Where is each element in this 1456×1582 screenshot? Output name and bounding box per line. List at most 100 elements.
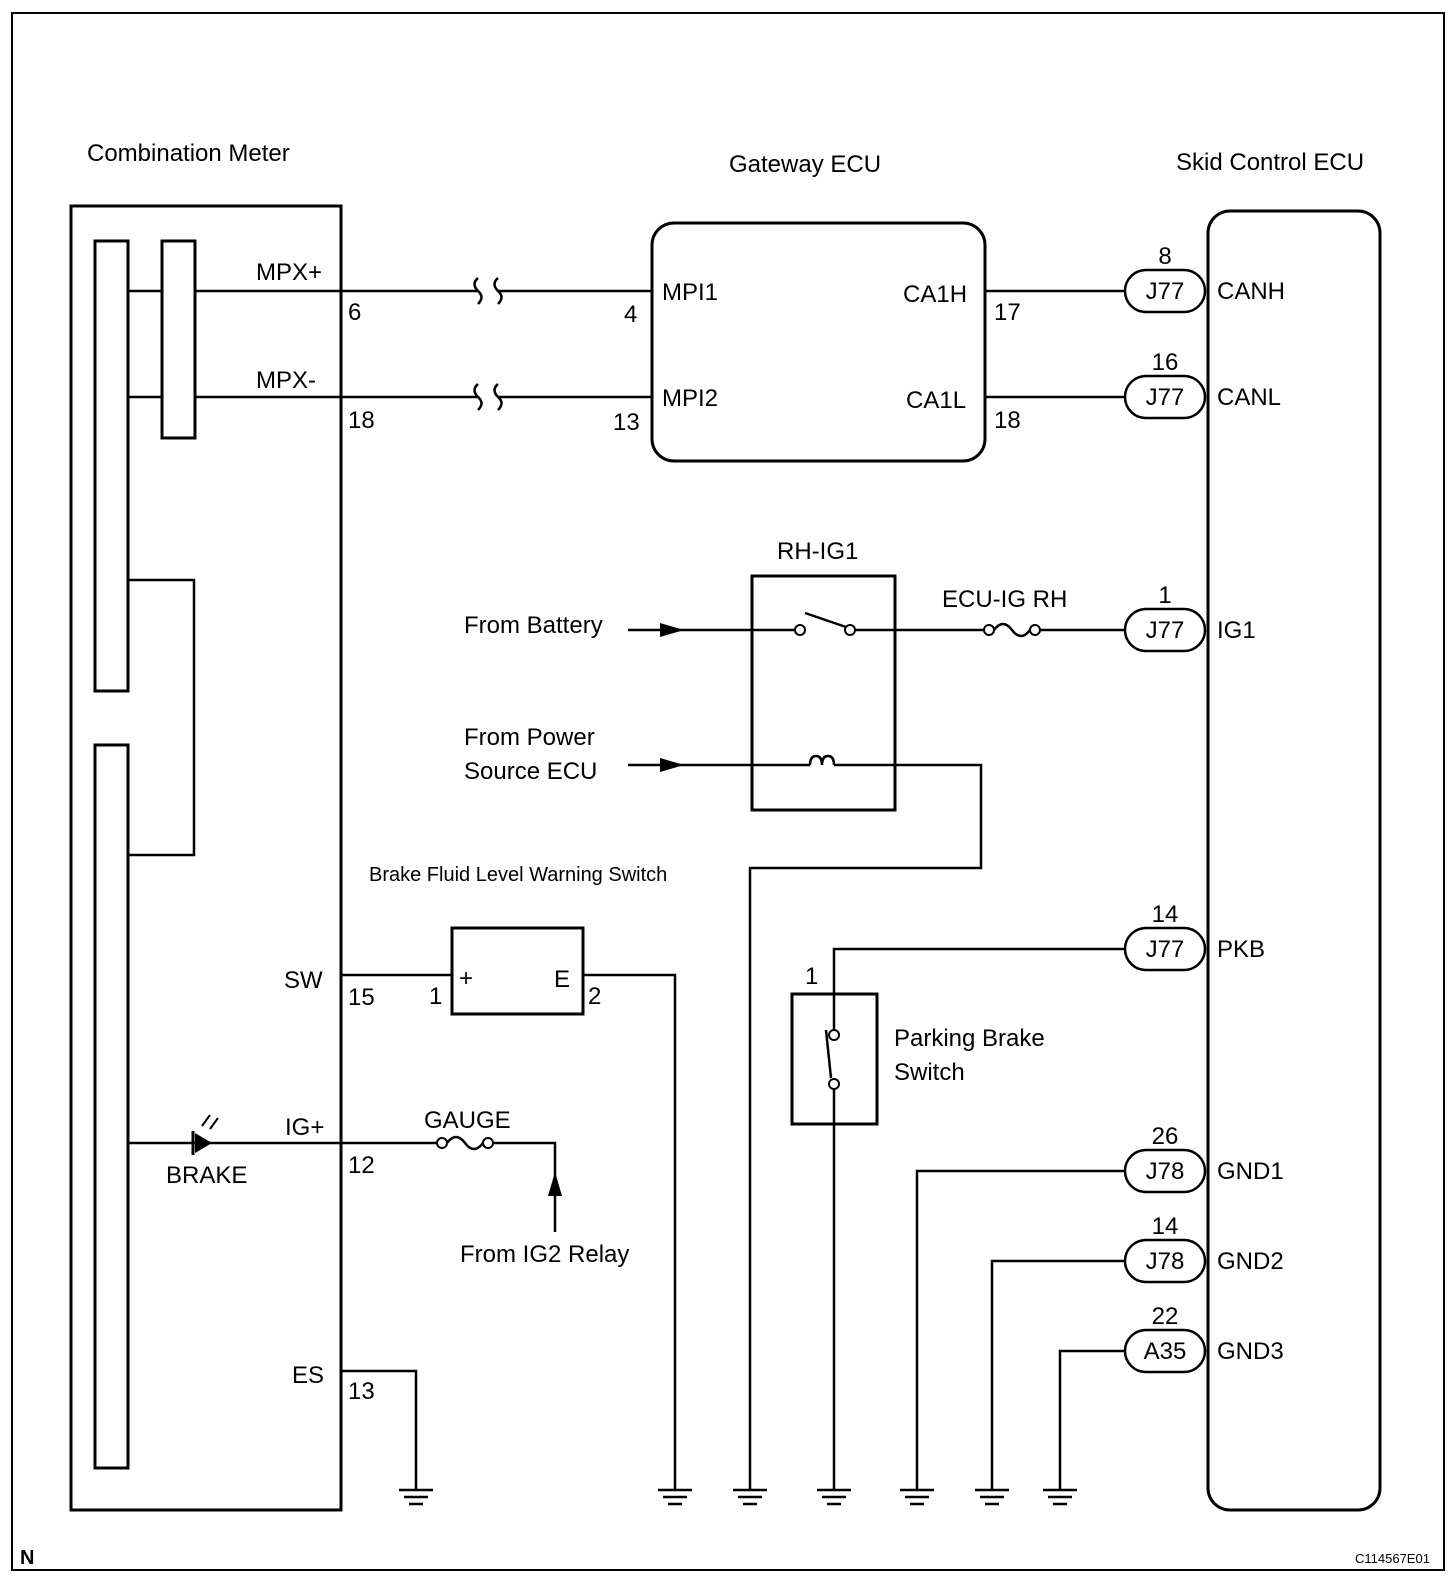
brake-fluid-level-switch: Brake Fluid Level Warning Switch + E 1 2 xyxy=(341,864,677,1490)
from-power-source-label-2: Source ECU xyxy=(464,758,597,785)
combination-meter: Combination Meter BRAKE MPX+ 6 MPX- 18 S… xyxy=(69,140,375,1512)
switch-ground-wire xyxy=(583,973,677,1490)
skid-terminal-pin: 14 xyxy=(1152,901,1179,928)
terminal-ig-plus-label: IG+ xyxy=(285,1114,324,1141)
fuse-ecu-ig-label: ECU-IG RH xyxy=(942,586,1067,613)
terminal-ca1l-pin: 18 xyxy=(994,407,1021,434)
switch-plus-label: + xyxy=(459,965,473,992)
meter-internal-block-upper xyxy=(93,239,130,693)
skid-terminal-connector: J78 xyxy=(1146,1248,1185,1275)
switch-contact-icon xyxy=(844,624,856,636)
skid-terminal-pin: 14 xyxy=(1152,1213,1179,1240)
brake-lamp-label: BRAKE xyxy=(166,1162,247,1189)
fuse-terminal-icon xyxy=(482,1137,494,1149)
skid-terminal-pin: 8 xyxy=(1158,243,1171,270)
terminal-mpx-plus-pin: 6 xyxy=(348,299,361,326)
relay-rh-ig1: RH-IG1 From Battery ECU-IG RH From Power… xyxy=(464,538,1125,1490)
skid-control-ecu-box xyxy=(1206,209,1382,1512)
arrow-up-icon xyxy=(548,1172,562,1196)
wire-break-icon xyxy=(473,277,503,305)
skid-terminal-name: PKB xyxy=(1217,936,1265,963)
terminal-sw-label: SW xyxy=(284,967,323,994)
terminal-ca1h-label: CA1H xyxy=(903,281,967,308)
ground-icon xyxy=(733,1488,767,1506)
gnd2-wire xyxy=(990,1259,1125,1490)
terminal-mpx-minus-label: MPX- xyxy=(256,367,316,394)
pkb-switch-contact-icon xyxy=(824,1029,833,1079)
es-ground-wire xyxy=(341,1369,418,1490)
terminal-mpi1-label: MPI1 xyxy=(662,279,718,306)
fuse-terminal-icon xyxy=(436,1137,448,1149)
gateway-ecu: Gateway ECU MPI1 4 MPI2 13 CA1H 17 CA1L … xyxy=(613,151,1125,463)
relay-contact-icon xyxy=(804,611,847,629)
relay-coil-ground-wire xyxy=(748,763,983,1490)
fuse-icon xyxy=(993,622,1031,638)
arrow-right-icon xyxy=(660,758,684,772)
connector-badge xyxy=(1123,926,1207,972)
meter-internal-link xyxy=(128,578,196,857)
figure-id: C114567E01 xyxy=(1355,1551,1430,1566)
led-ray-icon xyxy=(209,1117,219,1130)
connector-badge xyxy=(1123,1238,1207,1284)
relay-coil-icon xyxy=(808,754,836,766)
skid-terminal-connector: J77 xyxy=(1146,617,1185,644)
terminal-es-pin: 13 xyxy=(348,1378,375,1405)
fuse-icon xyxy=(446,1135,484,1151)
gnd3-wire xyxy=(1058,1349,1125,1490)
ground-icon xyxy=(1043,1488,1077,1506)
terminal-ca1l-label: CA1L xyxy=(906,387,966,414)
terminal-mpi2-pin: 13 xyxy=(613,409,640,436)
relay-box xyxy=(750,574,897,812)
gauge-fuse-label: GAUGE xyxy=(424,1107,511,1134)
skid-terminal-name: GND2 xyxy=(1217,1248,1284,1275)
skid-terminal-pin: 16 xyxy=(1152,349,1179,376)
mpx-bus xyxy=(341,277,652,411)
skid-terminal-name: IG1 xyxy=(1217,617,1256,644)
terminal-mpi1-pin: 4 xyxy=(624,301,637,328)
switch-plus-pin: 1 xyxy=(429,983,442,1010)
switch-e-pin: 2 xyxy=(588,983,601,1010)
fuse-terminal-icon xyxy=(983,624,995,636)
switch-e-label: E xyxy=(554,966,570,993)
terminal-ca1h-pin: 17 xyxy=(994,299,1021,326)
switch-contact-icon xyxy=(828,1078,840,1090)
skid-terminal-connector: J77 xyxy=(1146,936,1185,963)
from-ig2-relay-label: From IG2 Relay xyxy=(460,1241,629,1268)
meter-internal-block-lower xyxy=(93,743,130,1470)
terminal-sw-pin: 15 xyxy=(348,984,375,1011)
wire-break-icon xyxy=(473,383,503,411)
ground-symbols xyxy=(399,1488,1077,1506)
led-triangle-icon xyxy=(195,1133,212,1153)
from-battery-label: From Battery xyxy=(464,612,603,639)
brake-fluid-switch-box xyxy=(450,926,585,1016)
brake-warning-led: BRAKE xyxy=(166,1114,247,1189)
ground-icon xyxy=(817,1488,851,1506)
brake-fluid-switch-label: Brake Fluid Level Warning Switch xyxy=(369,864,667,886)
connector-badge xyxy=(1123,607,1207,653)
connector-badge xyxy=(1123,374,1207,420)
terminal-mpx-minus-pin: 18 xyxy=(348,407,375,434)
gateway-ecu-box xyxy=(650,221,987,463)
ground-icon xyxy=(975,1488,1009,1506)
switch-contact-icon xyxy=(828,1029,840,1041)
relay-label: RH-IG1 xyxy=(777,538,858,565)
gnd1-wire xyxy=(915,1169,1125,1490)
ground-icon xyxy=(399,1488,433,1506)
skid-control-ecu: Skid Control ECU xyxy=(1176,149,1382,1512)
switch-contact-icon xyxy=(794,624,806,636)
gateway-ecu-title: Gateway ECU xyxy=(729,151,881,178)
connector-badge xyxy=(1123,1328,1207,1374)
meter-mpx-interface-block xyxy=(160,239,197,440)
skid-terminal-name: CANL xyxy=(1217,384,1281,411)
ground-icon xyxy=(900,1488,934,1506)
skid-terminal-connector: J77 xyxy=(1146,384,1185,411)
connector-badge xyxy=(1123,1148,1207,1194)
